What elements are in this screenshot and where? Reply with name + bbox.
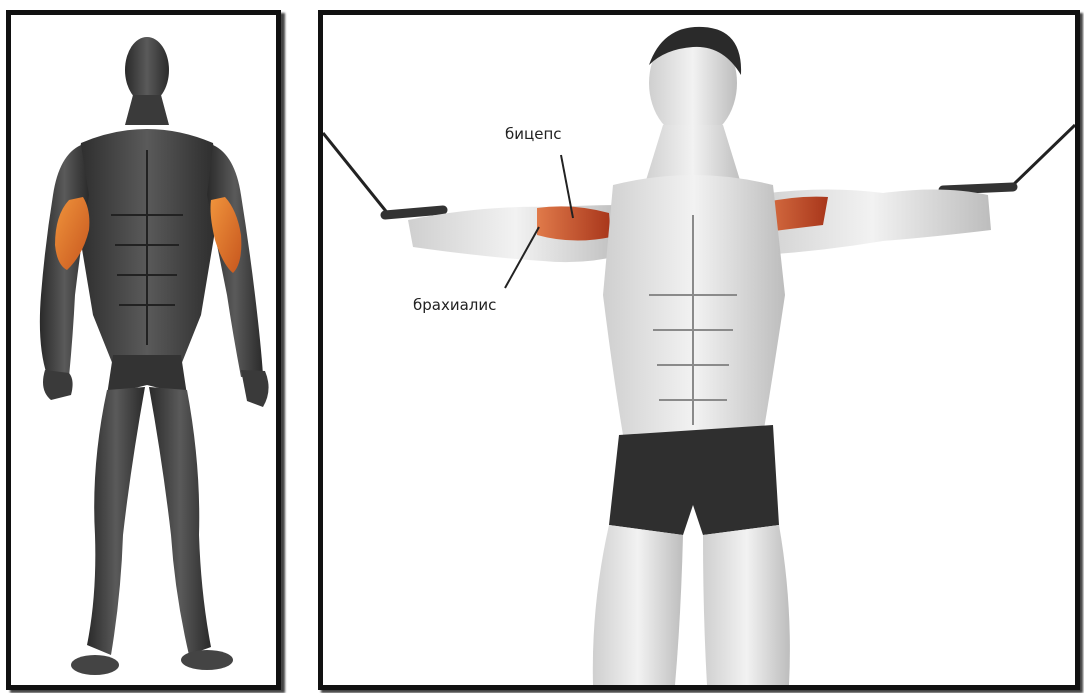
right-handle xyxy=(943,187,1013,190)
figure-right-leg xyxy=(703,525,790,685)
left-cable xyxy=(323,133,389,215)
figure-head xyxy=(125,37,169,103)
figure-right-hand xyxy=(241,370,269,407)
figure-neck xyxy=(125,95,169,125)
figure-left-leg xyxy=(593,525,683,685)
left-panel xyxy=(6,10,281,690)
biceps-label: бицепс xyxy=(505,125,562,143)
figure-left-foot xyxy=(71,655,119,675)
right-panel xyxy=(318,10,1080,690)
figure-shorts xyxy=(609,425,779,535)
figure-left-hand xyxy=(43,370,73,400)
anatomy-figure-front-view xyxy=(11,15,276,685)
cable-lateral-raise-figure xyxy=(323,15,1075,685)
figure-right-leg xyxy=(149,387,211,655)
figure-right-foot xyxy=(181,650,233,670)
figure-left-leg xyxy=(87,387,145,655)
brachialis-label: брахиалис xyxy=(413,296,496,314)
left-biceps-highlight xyxy=(537,206,611,240)
right-cable xyxy=(1013,125,1075,185)
left-handle xyxy=(385,210,443,215)
